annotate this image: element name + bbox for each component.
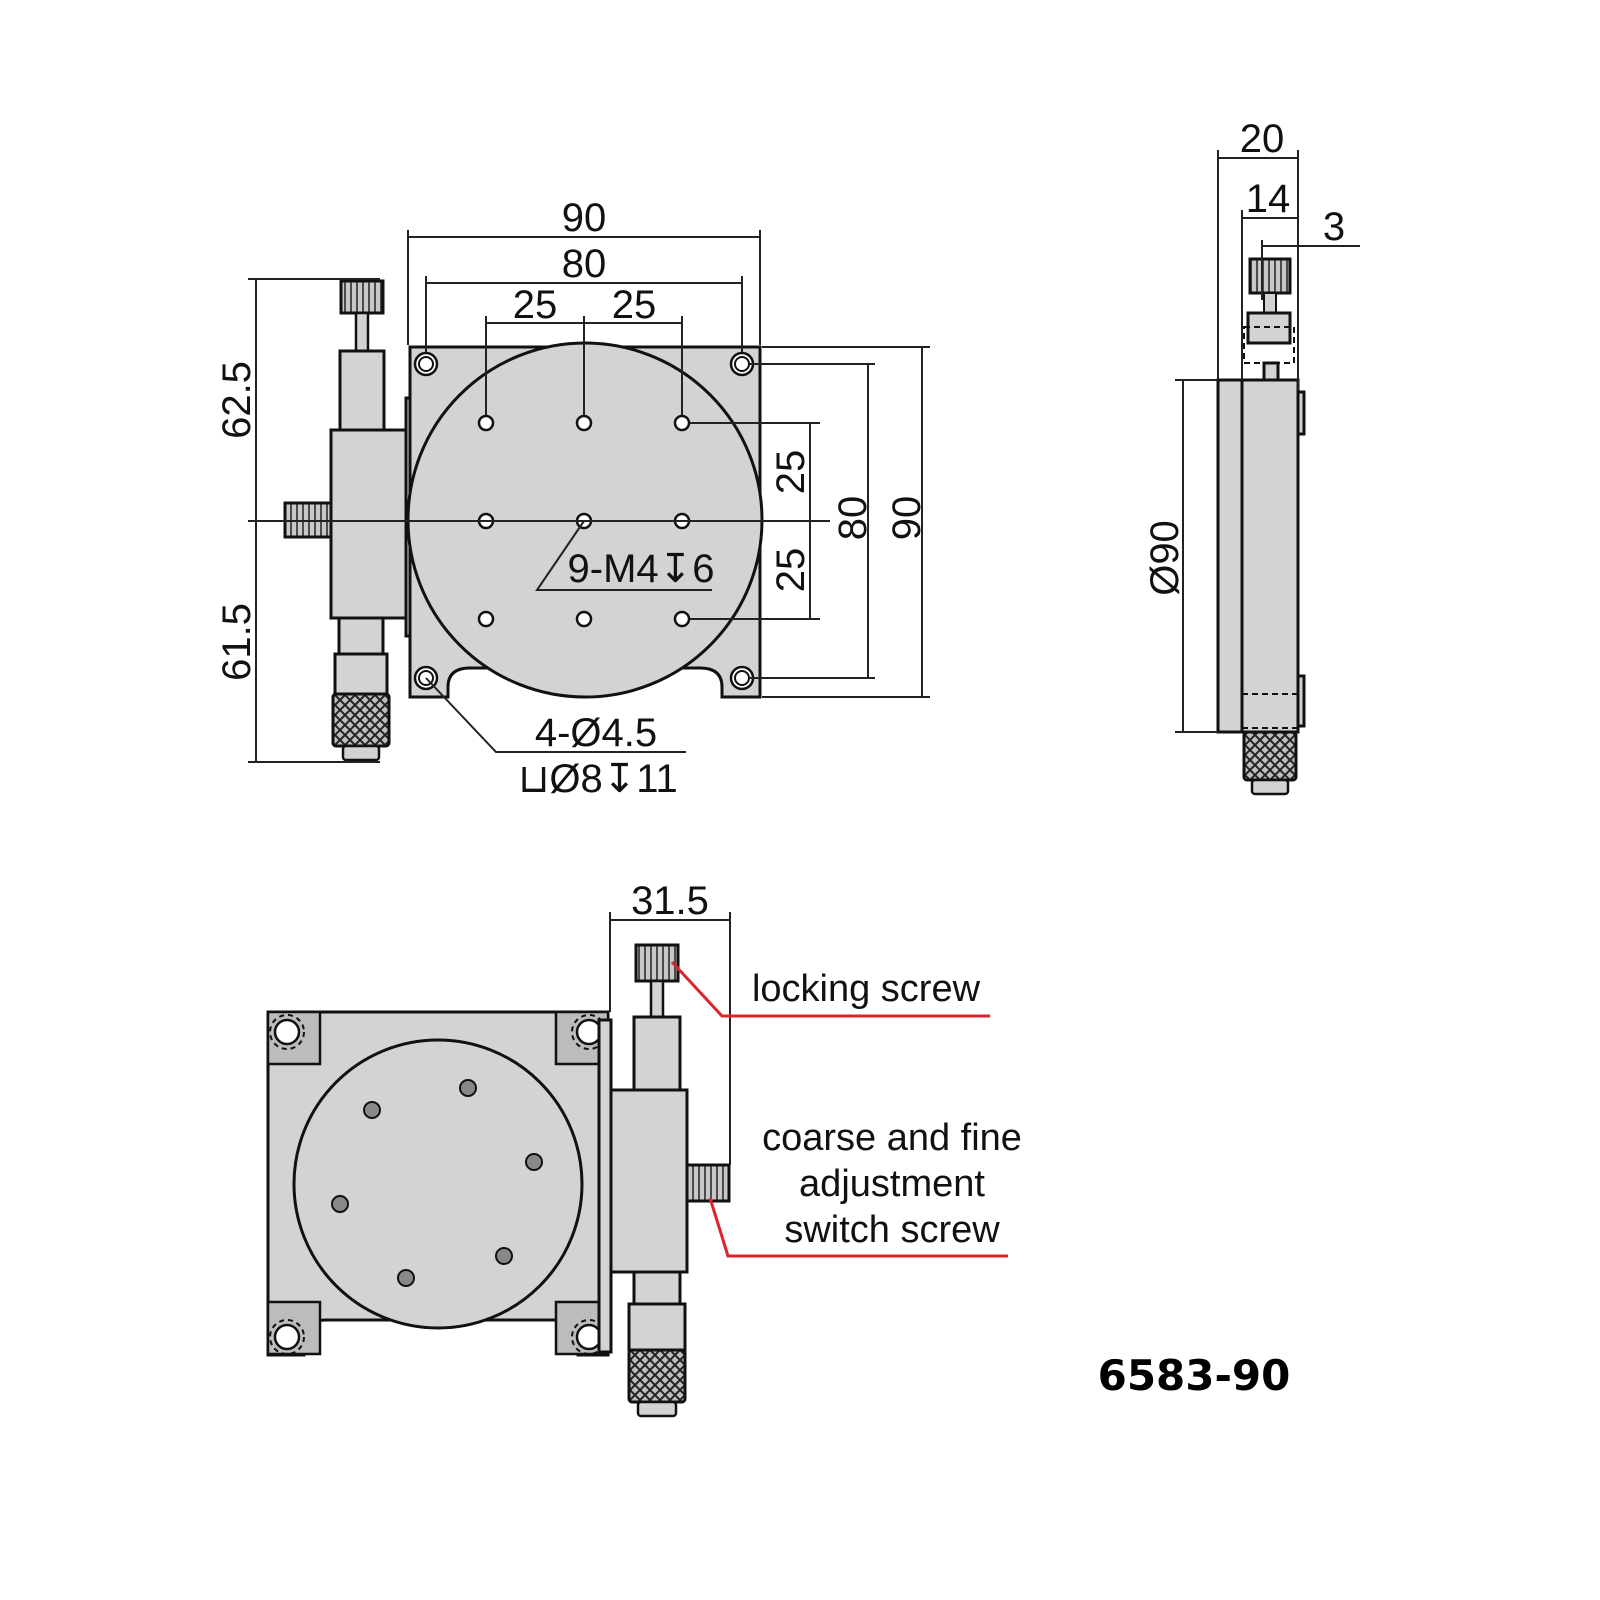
iso-screws	[331, 1079, 543, 1287]
side-locking-knob	[1248, 257, 1292, 295]
locking-screw-leader	[670, 960, 990, 1018]
mounting-holes	[413, 351, 755, 691]
label-switch-line1: coarse and fine	[762, 1117, 1022, 1159]
dim-knob-width: 31.5	[631, 879, 709, 923]
dim-hole-spacing-v: 80	[831, 496, 875, 541]
iso-switch-screw	[685, 1163, 731, 1203]
micrometer-thimble	[331, 692, 391, 748]
label-switch-line2: adjustment	[799, 1163, 985, 1205]
iso-dimensions	[609, 912, 731, 1165]
side-body	[1216, 378, 1300, 734]
callout-mount-holes-line1: 4-Ø4.5	[535, 711, 657, 755]
switch-screw-leader	[708, 1197, 1008, 1258]
locking-knob	[339, 279, 385, 315]
dim-upper-height: 62.5	[215, 361, 259, 439]
callout-mount-holes-line2: ⊔Ø8↧11	[518, 757, 678, 801]
dim-width-inner: 14	[1246, 177, 1291, 221]
iso-rotary-table	[292, 1038, 584, 1330]
dim-pitch-right: 25	[612, 283, 657, 327]
dim-overall-width: 90	[562, 196, 607, 240]
side-thimble	[1242, 730, 1298, 782]
dim-width-total: 20	[1240, 117, 1285, 161]
dim-overall-height: 90	[885, 496, 929, 541]
side-dimensions	[1175, 150, 1360, 733]
iso-view: 31.5 locking screw coarse and fine adjus…	[266, 879, 1022, 1418]
dim-lower-height: 61.5	[215, 603, 259, 681]
side-view: 20 14 3 Ø90	[1143, 117, 1360, 796]
dim-diameter: Ø90	[1143, 520, 1187, 596]
callout-tapped-holes: 9-M4↧6	[568, 547, 715, 591]
top-view: 90 80 25 25 62.5 61.5 25 25 80 90 9-M4↧6…	[215, 196, 930, 801]
label-switch-line3: switch screw	[784, 1209, 1000, 1251]
dim-pitch-lower-v: 25	[769, 548, 813, 593]
iso-thimble	[627, 1348, 687, 1404]
part-number: 6583-90	[1098, 1351, 1291, 1400]
dim-pitch-upper-v: 25	[769, 450, 813, 495]
dim-hole-spacing: 80	[562, 242, 607, 286]
top-dimensions	[248, 230, 930, 763]
dim-pitch-left: 25	[513, 283, 558, 327]
iso-micrometer	[597, 943, 731, 1418]
label-locking-screw: locking screw	[752, 968, 981, 1010]
dim-offset: 3	[1323, 205, 1345, 249]
